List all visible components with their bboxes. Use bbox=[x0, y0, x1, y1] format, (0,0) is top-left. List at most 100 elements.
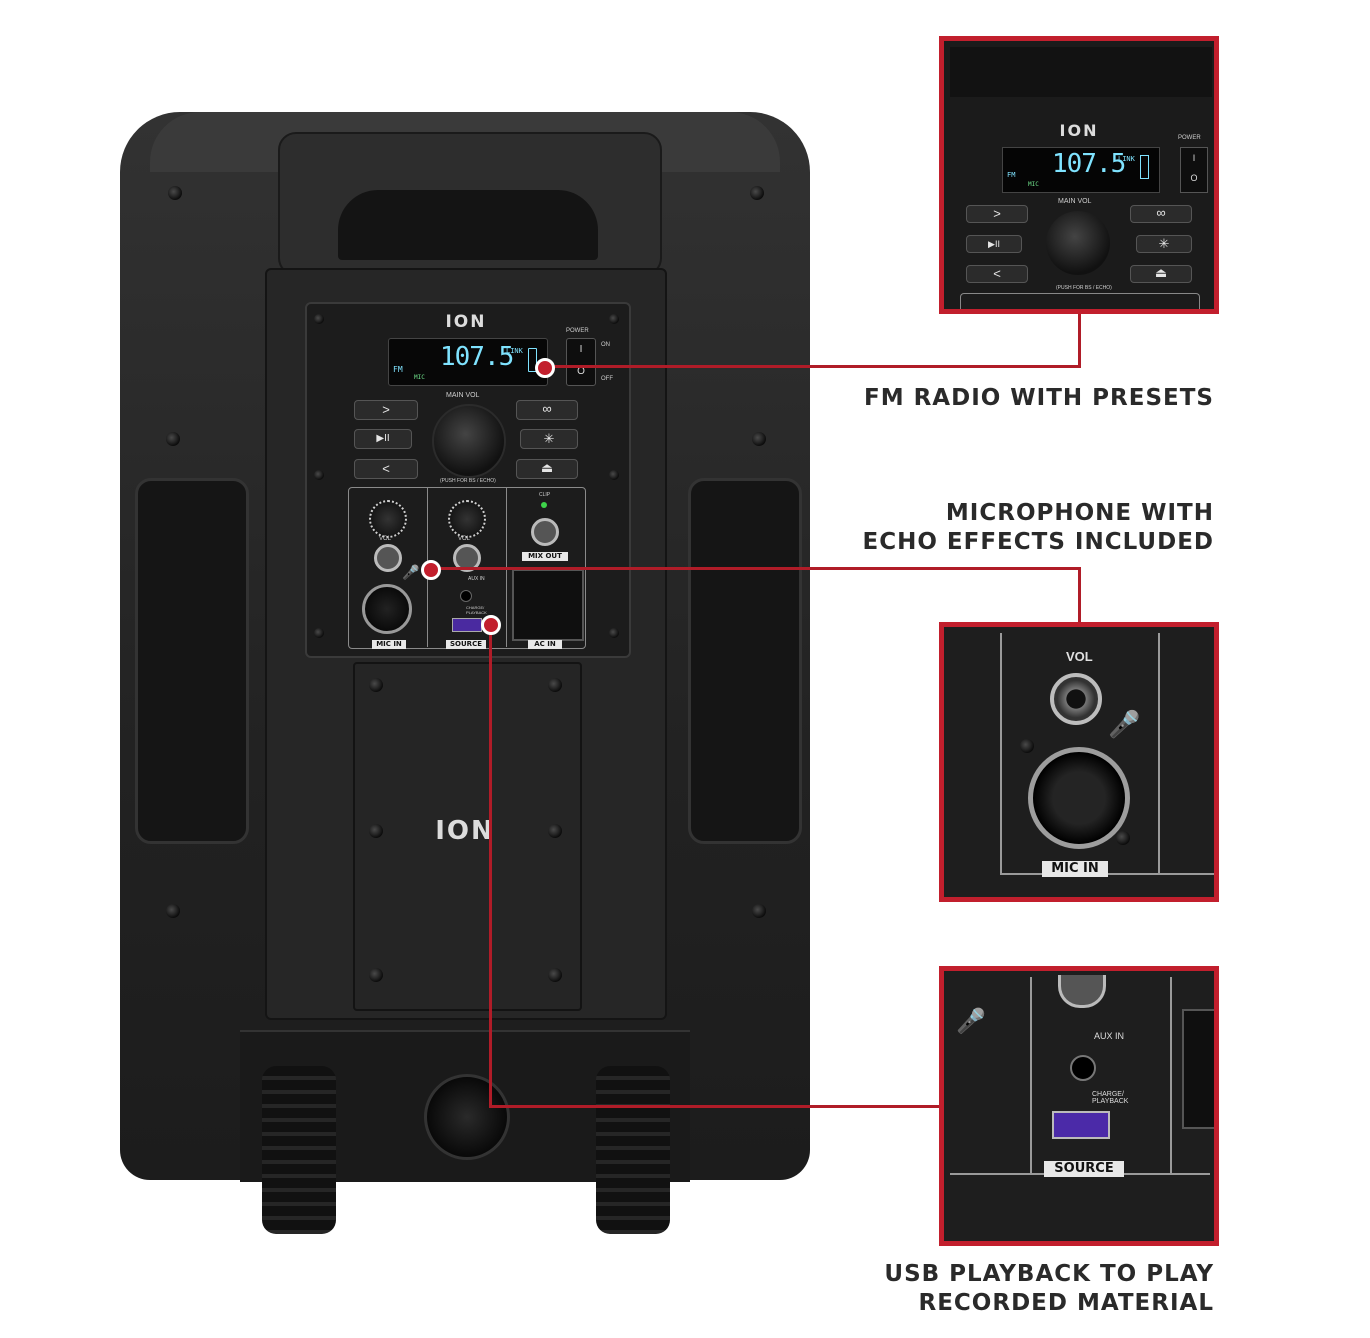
inset-lcd-mic: MIC bbox=[1028, 181, 1039, 188]
panel-screw bbox=[609, 628, 619, 638]
mic-label-line1: MICROPHONE WITH bbox=[945, 500, 1214, 526]
usb-inset: 🎤 AUX IN CHARGE/ PLAYBACK SOURCE bbox=[939, 966, 1219, 1246]
clip-led bbox=[541, 502, 547, 508]
right-wheel bbox=[596, 1066, 670, 1234]
usb-callout-line bbox=[489, 1105, 941, 1108]
microphone-icon: 🎤 bbox=[402, 564, 420, 580]
fm-radio-label: FM RADIO WITH PRESETS bbox=[863, 385, 1214, 411]
inset-charge-playback-label: CHARGE/ PLAYBACK bbox=[1092, 1091, 1129, 1105]
lower-cover-plate bbox=[353, 662, 582, 1011]
fm-callout-marker bbox=[535, 358, 555, 378]
lcd-link: LINK bbox=[506, 347, 523, 355]
inset-repeat-button[interactable]: ∞ bbox=[1130, 205, 1192, 223]
prev-button[interactable]: < bbox=[354, 459, 418, 479]
battery-icon bbox=[528, 348, 537, 372]
inset-io-divider bbox=[1170, 977, 1172, 1173]
inset-usb-port[interactable] bbox=[1052, 1111, 1110, 1139]
lcd-frequency: 107.5 bbox=[440, 342, 514, 372]
inset-lcd-display bbox=[1002, 147, 1160, 193]
usb-label-line2: RECORDED MATERIAL bbox=[918, 1290, 1214, 1316]
inset-light-button[interactable]: ✳ bbox=[1136, 235, 1192, 253]
cabinet-screw bbox=[166, 904, 180, 918]
panel-screw bbox=[609, 314, 619, 324]
inset-push-hint-label: (PUSH FOR BS / ECHO) bbox=[1056, 285, 1112, 291]
light-icon: ✳ bbox=[543, 431, 555, 446]
inset-source-button[interactable]: ⏏ bbox=[1130, 265, 1192, 283]
ac-in-label: AC IN bbox=[528, 640, 562, 649]
xlr-mic-input[interactable] bbox=[362, 584, 412, 634]
panel-screw bbox=[314, 314, 324, 324]
lcd-band: FM bbox=[393, 365, 403, 374]
fm-callout-line bbox=[545, 365, 1080, 368]
lcd-mic: MIC bbox=[414, 374, 425, 381]
mix-out-label: MIX OUT bbox=[522, 552, 568, 561]
usb-callout-line bbox=[489, 624, 492, 1108]
inset-lcd-frequency: 107.5 bbox=[1052, 149, 1126, 179]
inset-prev-button[interactable]: < bbox=[966, 265, 1028, 283]
cover-screw bbox=[548, 968, 562, 982]
mic-in-label: MIC IN bbox=[372, 640, 406, 649]
play-pause-button[interactable]: ▶II bbox=[354, 429, 412, 449]
mic-inset: VOL 🎤 MIC IN bbox=[939, 622, 1219, 902]
inset-light-icon: ✳ bbox=[1158, 236, 1170, 251]
inset-mic-jack[interactable] bbox=[1050, 673, 1102, 725]
aux-in-input[interactable] bbox=[460, 590, 472, 602]
charge-playback-label: CHARGE/ PLAYBACK bbox=[466, 605, 487, 615]
inset-microphone-icon: 🎤 bbox=[1108, 709, 1141, 739]
inset-play-pause-button[interactable]: ▶II bbox=[966, 235, 1022, 253]
inset-xlr-mic-input[interactable] bbox=[1028, 747, 1130, 849]
ac-inlet[interactable] bbox=[512, 569, 584, 641]
cabinet-screw bbox=[750, 186, 764, 200]
aux-volume-knob[interactable] bbox=[448, 500, 486, 538]
next-button[interactable]: > bbox=[354, 400, 418, 420]
usb-label-line1: USB PLAYBACK TO PLAY bbox=[884, 1261, 1214, 1287]
panel-screw bbox=[314, 470, 324, 480]
mic-callout-marker bbox=[421, 560, 441, 580]
inset-io-divider bbox=[1030, 977, 1032, 1173]
light-button[interactable]: ✳ bbox=[520, 429, 578, 449]
usb-callout-marker bbox=[481, 615, 501, 635]
inset-xlr-screw bbox=[1116, 831, 1130, 845]
handle-grip bbox=[338, 190, 598, 260]
inset-repeat-icon: ∞ bbox=[1156, 205, 1166, 220]
aux-vol-label: VOL bbox=[458, 536, 471, 542]
mic-callout-line bbox=[1078, 567, 1081, 625]
repeat-button[interactable]: ∞ bbox=[516, 400, 578, 420]
inset-aux-in-input[interactable] bbox=[1070, 1055, 1096, 1081]
power-on-label: ON bbox=[601, 342, 610, 348]
panel-screw bbox=[609, 470, 619, 480]
panel-brand-logo: ION bbox=[445, 312, 487, 332]
cover-screw bbox=[369, 968, 383, 982]
right-side-handle[interactable] bbox=[688, 478, 802, 844]
inset-microphone-icon: 🎤 bbox=[956, 1008, 986, 1035]
cover-screw bbox=[369, 678, 383, 692]
inset-battery-icon bbox=[1140, 155, 1149, 179]
mic-vol-label: VOL bbox=[379, 536, 392, 542]
usb-port[interactable] bbox=[452, 618, 482, 632]
aux-in-label: AUX IN bbox=[468, 576, 485, 582]
repeat-icon: ∞ bbox=[542, 401, 552, 416]
cover-screw bbox=[548, 678, 562, 692]
inset-xlr-screw bbox=[1020, 739, 1034, 753]
mic-jack[interactable] bbox=[374, 544, 402, 572]
inset-next-button[interactable]: > bbox=[966, 205, 1028, 223]
main-volume-knob[interactable] bbox=[432, 404, 506, 478]
inset-lcd-link: LINK bbox=[1118, 155, 1135, 163]
source-button[interactable]: ⏏ bbox=[516, 459, 578, 479]
inset-main-volume-knob[interactable] bbox=[1046, 211, 1110, 275]
mix-out-jack[interactable] bbox=[531, 518, 559, 546]
inset-mic-vol-label: VOL bbox=[1066, 649, 1093, 664]
mic-volume-knob[interactable] bbox=[369, 500, 407, 538]
inset-main-vol-label: MAIN VOL bbox=[1058, 198, 1092, 205]
panel-screw bbox=[314, 628, 324, 638]
left-side-handle[interactable] bbox=[135, 478, 249, 844]
cabinet-screw bbox=[752, 432, 766, 446]
inset-aux-in-label: AUX IN bbox=[1094, 1031, 1125, 1041]
inset-source-icon: ⏏ bbox=[1154, 265, 1168, 280]
left-wheel bbox=[262, 1066, 336, 1234]
inset-lcd-band: FM bbox=[1007, 171, 1016, 179]
inset-aux-jack[interactable] bbox=[1058, 975, 1106, 1008]
